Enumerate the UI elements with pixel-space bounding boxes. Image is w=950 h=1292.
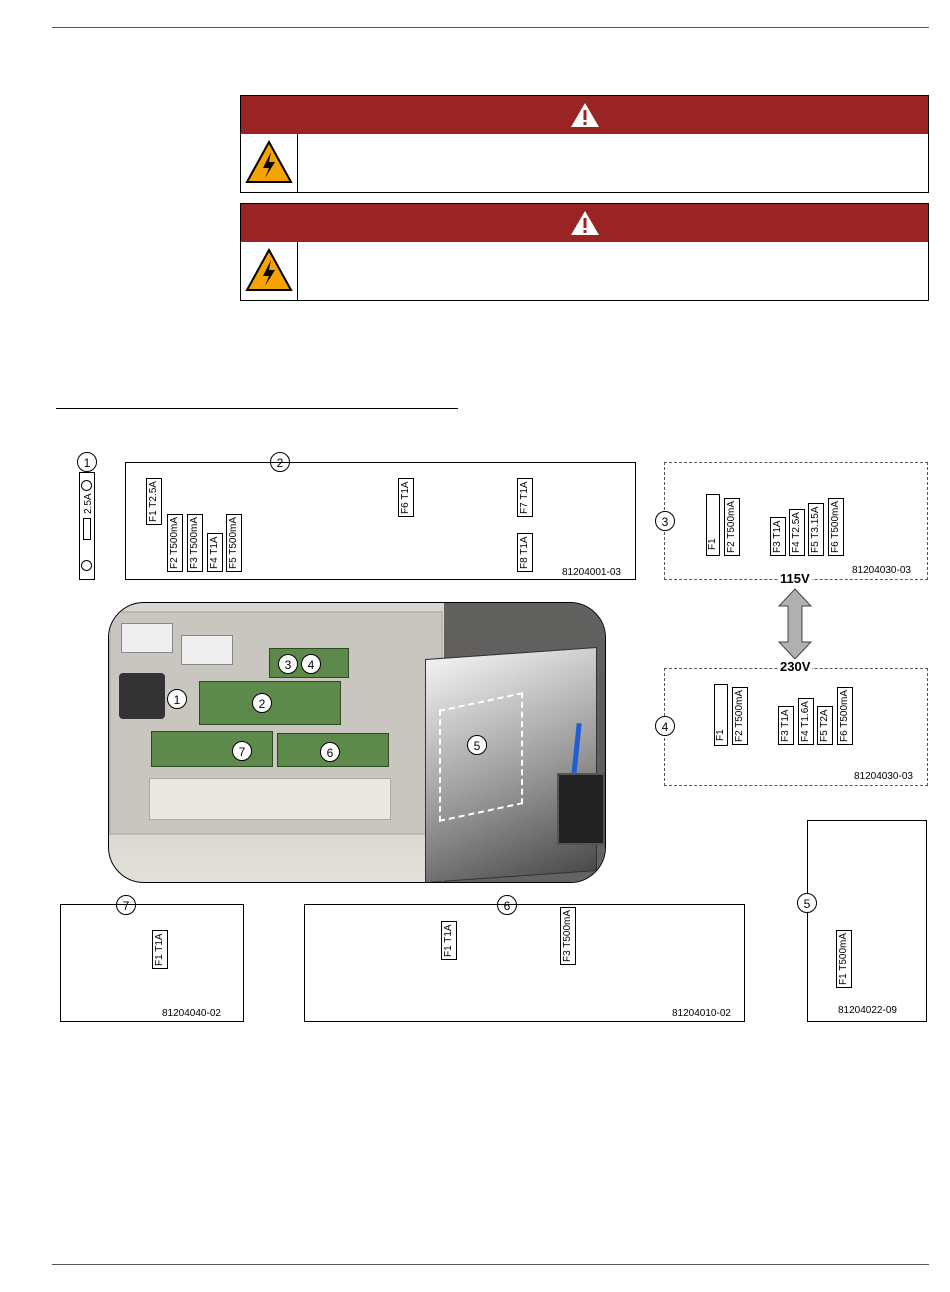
double-arrow-icon: [778, 588, 812, 660]
callout-5: 5: [797, 893, 817, 913]
board-6-part-number: 81204010-02: [672, 1008, 731, 1019]
board-3-fuse-f5: F5 T3.15A: [808, 503, 824, 556]
board-2-fuse-f4: F4 T1A: [207, 533, 223, 572]
voltage-230-label: 230V: [778, 659, 813, 674]
board-5-fuse-f1: F1 T500mA: [836, 929, 852, 988]
callout-6: 6: [497, 895, 517, 915]
screw-icon: [81, 560, 92, 571]
board-4-fuse-f3: F3 T1A: [778, 706, 794, 745]
footer-rule: [52, 1264, 929, 1265]
board-3-fuse-slot: [706, 494, 720, 556]
board-7: [60, 904, 244, 1022]
board-2-fuse-f1: F1 T2.5A: [146, 478, 162, 525]
board-4-fuse-f6: F6 T500mA: [837, 686, 853, 745]
warning-header: [241, 204, 928, 242]
board-3-fuse-f1: F1: [707, 538, 718, 550]
board-1: [79, 472, 95, 580]
warning-icon-cell: [241, 242, 298, 300]
board-pcb: [199, 681, 341, 725]
callout-1: 1: [77, 452, 97, 472]
board-3-fuse-f4: F4 T2.5A: [789, 509, 805, 556]
board-4-part-number: 81204030-03: [854, 771, 913, 782]
board-3-fuse-f2: F2 T500mA: [724, 497, 740, 556]
board-4-fuse-slot: [714, 684, 728, 746]
warning-body: [241, 242, 928, 300]
warning-box-2: [240, 203, 929, 301]
power-supply: [121, 623, 173, 653]
board-4-fuse-f1: F1: [715, 729, 726, 741]
warning-triangle-icon: [570, 103, 599, 127]
board-2-fuse-f7: F7 T1A: [517, 478, 533, 517]
fuse-holder: [83, 518, 91, 540]
board-4: [664, 668, 928, 786]
board-7-fuse-f1: F1 T1A: [152, 930, 168, 969]
board-3-part-number: 81204030-03: [852, 565, 911, 576]
board-1-fuse-label: 2.5A: [83, 493, 94, 514]
photo-callout-4: 4: [301, 654, 321, 674]
photo-callout-3: 3: [278, 654, 298, 674]
power-supply: [181, 635, 233, 665]
warning-header: [241, 96, 928, 134]
board-3-fuse-f6: F6 T500mA: [828, 497, 844, 556]
board-4-fuse-f4: F4 T1.6A: [798, 698, 814, 745]
board-7-part-number: 81204040-02: [162, 1008, 221, 1019]
board-2-fuse-f8: F8 T1A: [517, 533, 533, 572]
header-rule: [52, 27, 929, 28]
board-5: [807, 820, 927, 1022]
warning-triangle-icon: [570, 211, 599, 235]
section-heading-underline: [56, 408, 458, 409]
board-6: [304, 904, 745, 1022]
photo-callout-6: 6: [320, 742, 340, 762]
callout-3: 3: [655, 511, 675, 531]
screw-icon: [81, 480, 92, 491]
board-2-fuse-f5: F5 T500mA: [226, 513, 242, 572]
board-2-fuse-f3: F3 T500mA: [187, 513, 203, 572]
warning-body: [241, 134, 928, 192]
board-4-fuse-f2: F2 T500mA: [732, 686, 748, 745]
cabinet-photo: 1 2 3 4 5 6 7: [108, 602, 606, 883]
fan: [119, 673, 165, 719]
board-2-fuse-f2: F2 T500mA: [167, 513, 183, 572]
voltage-115-label: 115V: [778, 571, 812, 586]
callout-7: 7: [116, 895, 136, 915]
electrical-hazard-icon: [245, 248, 293, 291]
board-pcb: [151, 731, 273, 767]
board-2-fuse-f6: F6 T1A: [398, 478, 414, 517]
photo-callout-5: 5: [467, 735, 487, 755]
board-2-part-number: 81204001-03: [562, 567, 621, 578]
photo-callout-2: 2: [252, 693, 272, 713]
board-2: [125, 462, 636, 580]
board-5-part-number: 81204022-09: [838, 1005, 897, 1016]
board-5-outline: [439, 692, 523, 822]
board-6-fuse-f3: F3 T500mA: [560, 906, 576, 965]
board-4-fuse-f5: F5 T2A: [817, 706, 833, 745]
photo-callout-7: 7: [232, 741, 252, 761]
electrical-hazard-icon: [245, 140, 293, 183]
board-3-fuse-f3: F3 T1A: [770, 517, 786, 556]
callout-4: 4: [655, 716, 675, 736]
warning-icon-cell: [241, 134, 298, 192]
warning-box-1: [240, 95, 929, 193]
shelf: [149, 778, 391, 820]
photo-callout-1: 1: [167, 689, 187, 709]
display-panel: [557, 773, 605, 845]
board-6-fuse-f1: F1 T1A: [441, 921, 457, 960]
